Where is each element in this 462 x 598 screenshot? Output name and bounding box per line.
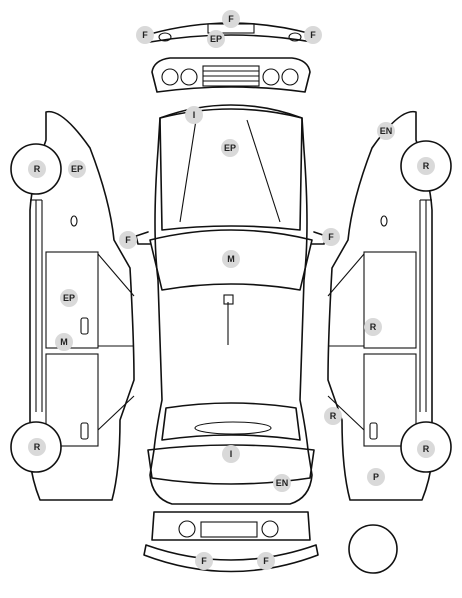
marker-right-rear-door[interactable]: R [324, 407, 342, 425]
marker-right-front-fender[interactable]: EN [377, 122, 395, 140]
marker-left-front-wheel[interactable]: R [28, 160, 46, 178]
marker-right-rear-wheel[interactable]: R [417, 440, 435, 458]
marker-hood-paint[interactable]: EP [221, 139, 239, 157]
marker-right-rear-quarter[interactable]: P [367, 468, 385, 486]
marker-right-front-wheel[interactable]: R [417, 157, 435, 175]
marker-right-front-door[interactable]: R [364, 318, 382, 336]
marker-left-front-door[interactable]: EP [60, 289, 78, 307]
marker-front-bumper-right[interactable]: F [304, 26, 322, 44]
rear-fascia [151, 511, 311, 541]
marker-trunk[interactable]: I [222, 445, 240, 463]
marker-mirror-left[interactable]: F [119, 231, 137, 249]
marker-hood-center[interactable]: I [185, 106, 203, 124]
marker-front-bumper-center[interactable]: F [222, 10, 240, 28]
front-fascia [151, 57, 311, 93]
marker-mirror-right[interactable]: F [322, 228, 340, 246]
car-body-top [135, 104, 327, 505]
marker-rear-bumper-left[interactable]: F [195, 552, 213, 570]
marker-left-front-fender[interactable]: EP [68, 160, 86, 178]
marker-left-rear-wheel[interactable]: R [28, 438, 46, 456]
marker-left-sill[interactable]: M [55, 333, 73, 351]
marker-front-bumper-left[interactable]: F [136, 26, 154, 44]
rear-bumper [143, 544, 319, 573]
marker-rear-bumper-right[interactable]: F [257, 552, 275, 570]
marker-front-bumper-paint[interactable]: EP [207, 30, 225, 48]
marker-rear-deck[interactable]: EN [273, 474, 291, 492]
spare-wheel [348, 524, 398, 574]
marker-roof[interactable]: M [222, 250, 240, 268]
